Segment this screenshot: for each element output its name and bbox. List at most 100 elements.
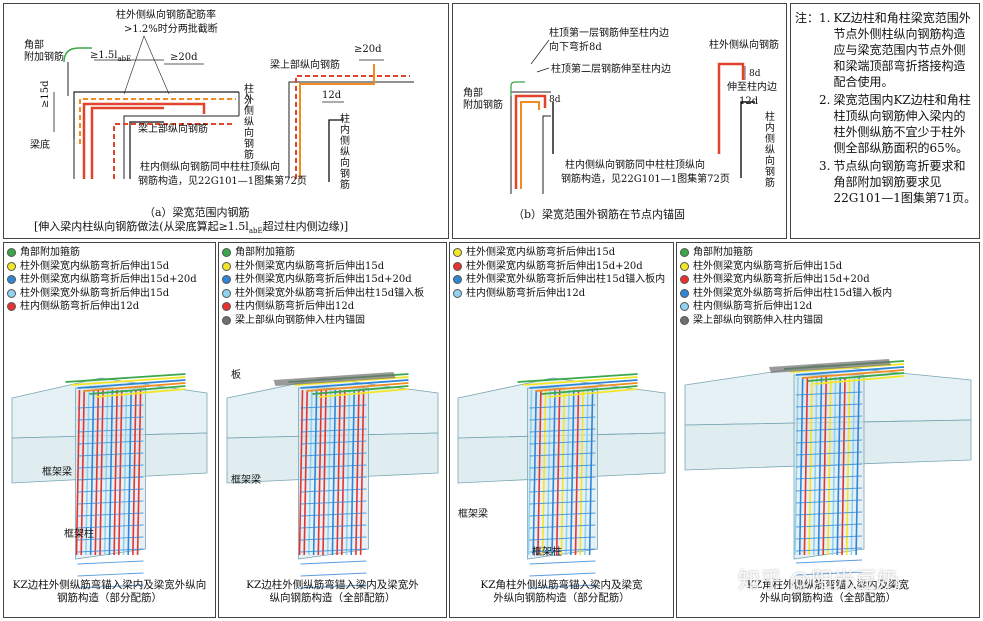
rebar-model-drawing: [226, 372, 439, 589]
legend-item: 柱外侧梁宽外纵筋弯折后伸出柱15d锚入板内: [453, 273, 665, 287]
column-rebar: [555, 389, 561, 556]
column-rebar: [118, 389, 123, 556]
column-rebar: [103, 389, 109, 556]
caption2-end: 超过柱内侧边缘)]: [262, 220, 349, 233]
legend-item: 柱外侧梁宽内纵筋弯折后伸出15d+20d: [7, 273, 197, 287]
diagram-a-drawing: [53, 35, 414, 182]
legend-dot-icon: [7, 261, 16, 271]
model-label: 框架梁: [231, 475, 261, 486]
stirrup: [529, 488, 596, 493]
legend-item: 柱内侧纵筋弯折后伸出12d: [680, 300, 892, 314]
diagram-a-caption: （a）梁宽范围内钢筋: [144, 206, 250, 219]
label-beam-top-bar2: 梁上部纵向钢筋: [270, 60, 340, 71]
legend-dot-icon: [453, 261, 462, 271]
beam-top-rebar-bundle: [273, 372, 396, 386]
stirrup: [77, 476, 144, 481]
note-text: KZ边柱和角柱梁宽范围外节点外侧柱纵向钢筋构造应与梁宽范围内节点外侧和梁端顶部弯…: [833, 11, 971, 89]
stirrup: [529, 548, 596, 553]
stirrup: [529, 428, 596, 433]
column-rebar: [855, 376, 860, 556]
stirrup: [529, 476, 596, 481]
note-number: 1.: [819, 11, 831, 25]
rebar-model-drawing: [11, 373, 208, 589]
label-inner-b2: 钢筋构造，见22G101—1图集第72页: [561, 174, 730, 185]
stirrup: [529, 512, 596, 517]
column-rebar: [326, 389, 332, 556]
column-rebar: [336, 389, 341, 556]
label-top1: 柱顶第一层钢筋伸至柱内边: [549, 28, 669, 39]
stirrup: [77, 512, 144, 517]
legend-dot-icon: [680, 315, 689, 325]
top-bent-rebar: [517, 373, 638, 383]
stirrup: [77, 572, 144, 577]
label-beam-bottom: 梁底: [30, 140, 50, 151]
watermark: 知乎 @阳光豆奶: [738, 569, 899, 594]
legend-dot-icon: [7, 275, 16, 285]
stirrup: [300, 488, 367, 493]
legend-dot-icon: [453, 288, 462, 298]
stirrup: [77, 548, 144, 553]
note-text: 梁宽范围内KZ边柱和角柱柱顶纵向钢筋伸入梁内的柱外侧纵筋不宜少于柱外侧全部纵筋面…: [833, 93, 971, 155]
note-number: 2.: [819, 93, 831, 107]
legend-label: 角部附加箍筋: [235, 247, 295, 258]
stirrup: [77, 428, 144, 433]
legend-label: 柱外侧梁宽外纵筋弯折后伸出15d: [20, 287, 170, 299]
stirrup: [795, 511, 863, 516]
stirrup: [529, 464, 596, 469]
label-top2: 柱顶第二层钢筋伸至柱内边: [551, 64, 671, 75]
stirrup: [300, 464, 367, 469]
legend-item: 柱外侧梁宽内纵筋弯折后伸出15d+20d: [680, 273, 892, 287]
legend-dot-icon: [680, 248, 689, 258]
beam-top-rebar-bundle: [769, 359, 891, 373]
stirrup: [77, 584, 144, 589]
legend-label: 柱外侧梁宽内纵筋弯折后伸出15d+20d: [693, 274, 870, 285]
stirrup: [300, 452, 367, 457]
column-rebar: [565, 389, 570, 556]
stirrup: [795, 463, 863, 468]
column-rebar: [850, 376, 856, 556]
stirrup: [300, 560, 367, 565]
legend-dot-icon: [680, 275, 689, 285]
stirrup: [300, 428, 367, 433]
stirrup: [795, 487, 863, 492]
legend-item: 柱内侧纵筋弯折后伸出12d: [7, 300, 197, 314]
column-rebar: [341, 389, 346, 556]
legend-dot-icon: [453, 248, 462, 258]
stirrup: [300, 536, 367, 541]
legend-item: 柱外侧梁宽外纵筋弯折后伸出15d: [7, 287, 197, 301]
legend-item: 柱内侧纵筋弯折后伸出12d: [222, 300, 424, 314]
top-bent-rebar: [523, 376, 638, 386]
legend-dot-icon: [222, 302, 231, 312]
model-label: 框架梁: [458, 509, 488, 520]
stirrup: [529, 500, 596, 505]
stirrup: [795, 559, 863, 564]
caption2-sub: abE: [248, 227, 263, 236]
stirrup: [795, 499, 863, 504]
top-bent-rebar: [547, 388, 638, 398]
legend-label: 柱外侧梁宽内纵筋弯折后伸出15d: [693, 260, 843, 272]
legend-label: 柱内侧纵筋弯折后伸出12d: [693, 301, 813, 312]
model-caption: KZ角柱外侧纵筋弯锚入梁内及梁宽 外纵向钢筋构造（部分配筋）: [480, 579, 643, 604]
caption2-text: [伸入梁内柱纵向钢筋做法(从梁底算起≥1.5l: [34, 220, 249, 233]
notes-list: 1.KZ边柱和角柱梁宽范围外节点外侧柱纵向钢筋构造应与梁宽范围内节点外侧和梁端顶…: [819, 10, 977, 208]
stirrup: [795, 523, 863, 528]
legend-item: 柱内侧纵筋弯折后伸出12d: [453, 287, 665, 301]
legend-label: 柱外侧梁宽内纵筋弯折后伸出15d+20d: [466, 260, 643, 272]
label-8d: 8d: [549, 95, 561, 105]
stirrup: [529, 524, 596, 529]
legend-label: 柱外侧梁宽内纵筋弯折后伸出15d: [235, 260, 385, 272]
legend-label: 柱外侧梁宽外纵筋弯折后伸出柱15d锚入板内: [466, 274, 666, 285]
legend-dot-icon: [222, 315, 231, 325]
stirrup: [300, 572, 367, 577]
column-rebar: [331, 389, 337, 556]
stirrup: [77, 500, 144, 505]
stirrup: [795, 391, 863, 396]
top-bent-rebar: [795, 366, 905, 376]
notes-prefix: 注：: [795, 11, 820, 25]
column-rebar: [845, 376, 851, 556]
label-beam-top-bar: 梁上部纵向钢筋: [138, 124, 208, 135]
legend-item: 柱外侧梁宽外纵筋弯折后伸出柱15d锚入板: [222, 287, 424, 301]
